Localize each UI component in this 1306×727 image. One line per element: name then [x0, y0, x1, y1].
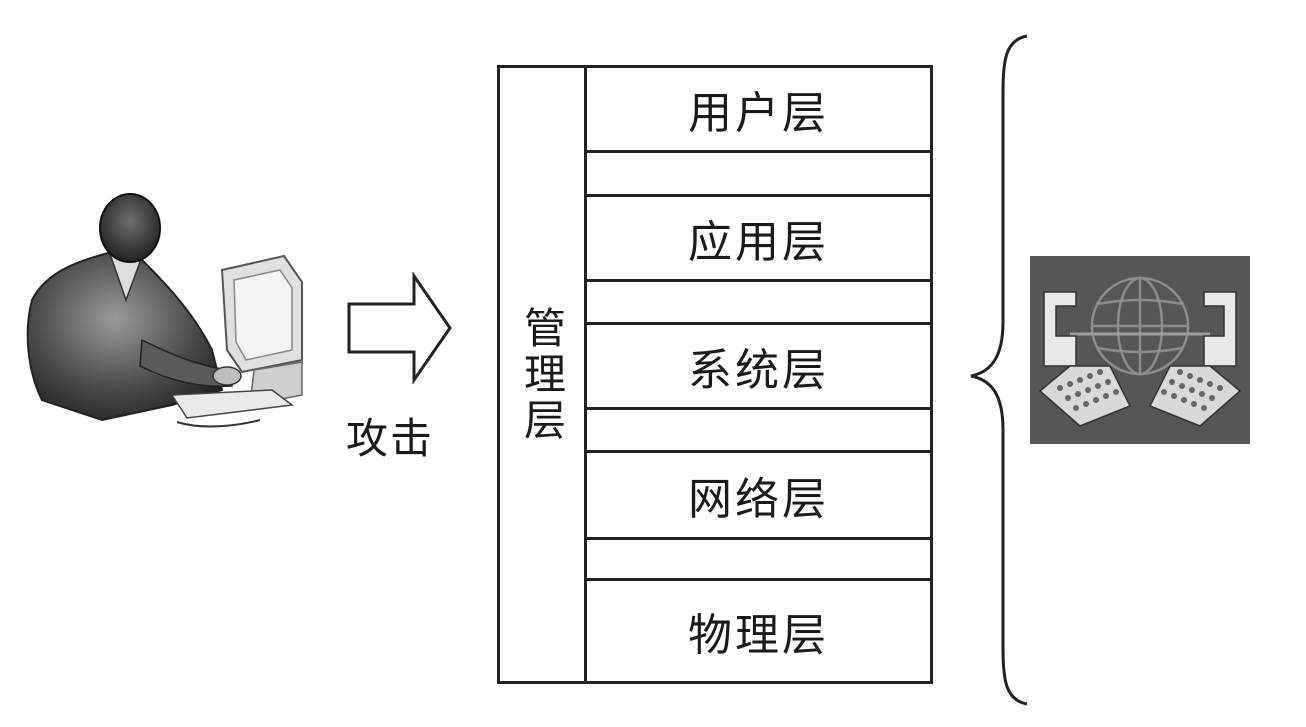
management-layer: 管理层 [497, 65, 587, 684]
layer-user: 用户层 [584, 65, 933, 153]
curly-brace-icon [970, 34, 1028, 706]
right-arrow-icon [347, 272, 452, 384]
layer-network-label: 网络层 [688, 474, 829, 525]
layer-physical-label: 物理层 [688, 610, 829, 661]
attack-label: 攻击 [346, 414, 435, 463]
layer-network: 网络层 [584, 450, 933, 540]
layer-user-label: 用户层 [688, 88, 829, 139]
layer-physical: 物理层 [584, 578, 933, 684]
layer-application-label: 应用层 [688, 217, 829, 268]
layer-application: 应用层 [584, 194, 933, 282]
person-at-computer-icon [26, 193, 303, 428]
layer-system-label: 系统层 [688, 345, 829, 396]
network-computers-globe-icon [1030, 256, 1250, 444]
layer-system: 系统层 [584, 322, 933, 410]
management-layer-label: 管理层 [517, 305, 567, 444]
